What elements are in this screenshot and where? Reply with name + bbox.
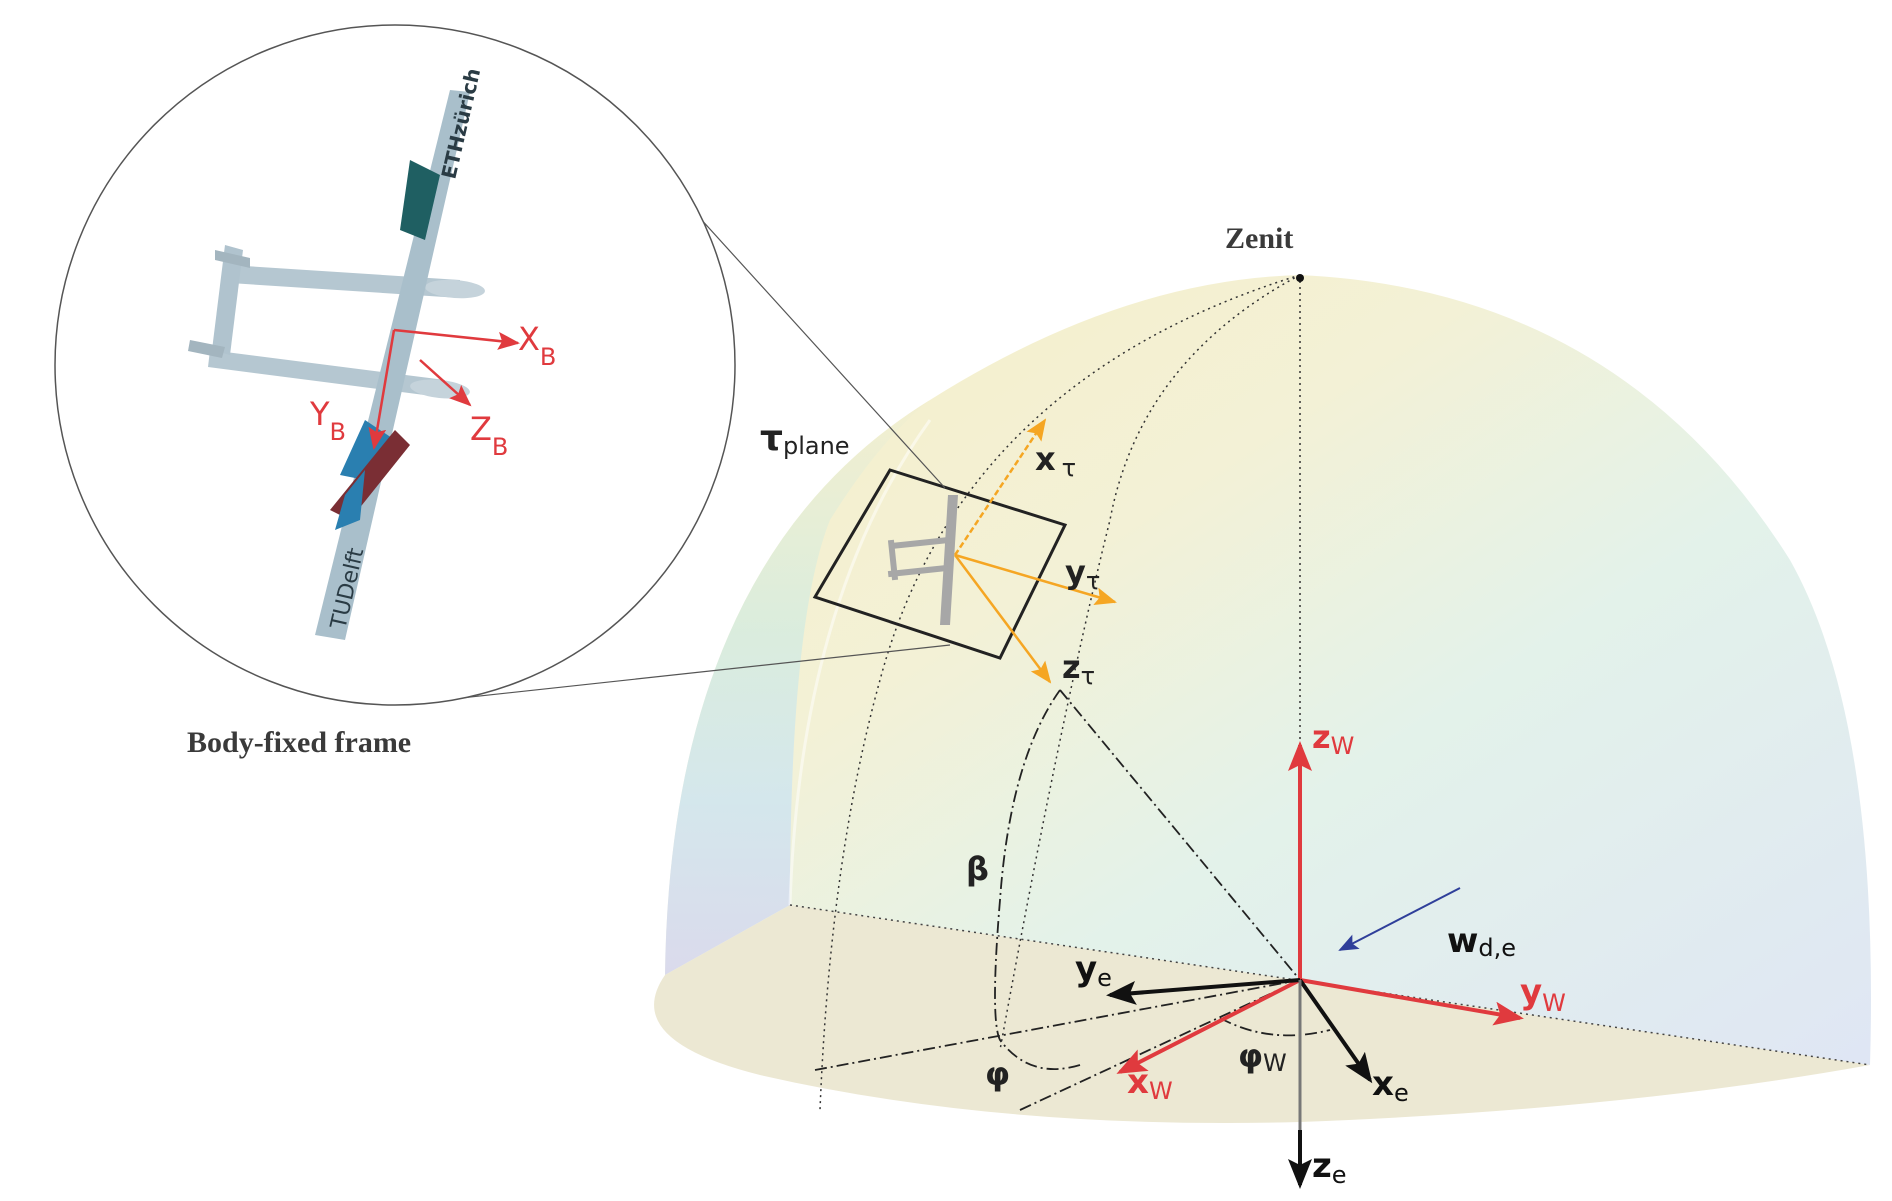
zenit-point [1296,274,1304,282]
z-tau-label: zτ [1062,648,1095,690]
meridian-lines [819,274,1301,1111]
label-YB: YB [309,395,346,446]
label-XB: XB [518,320,556,371]
zenit-label: Zenit [1225,222,1293,255]
zoom-circle: ETHzürich TUDelft XB YB ZB [54,24,736,706]
tau-plane-label: τplane [760,418,850,460]
wind-label: wd,e [1447,921,1516,962]
z-w-label: zW [1312,718,1354,760]
body-frame-label: Body-fixed frame [187,726,411,759]
label-ZB: ZB [470,410,508,461]
aircraft-large [188,90,485,640]
construction-lines [814,689,1331,1111]
x-w-label: xW [1127,1062,1173,1105]
y-tau-label: yτ [1065,553,1100,595]
phi-label: φ [985,1055,1010,1093]
y-e-label: ye [1075,949,1112,992]
y-w-label: yW [1520,972,1566,1017]
beta-label: β [966,850,989,888]
phi-w-label: φW [1238,1037,1287,1077]
world-axes [1106,741,1524,1189]
wind-arrow [1338,887,1461,951]
x-e-label: xe [1372,1064,1409,1107]
body-axes [368,328,520,450]
tau-plane [812,468,1068,660]
aircraft-small [887,495,958,625]
ground-plane [654,904,1871,1124]
z-e-label: ze [1312,1146,1347,1189]
tau-frame-axes [953,418,1117,684]
